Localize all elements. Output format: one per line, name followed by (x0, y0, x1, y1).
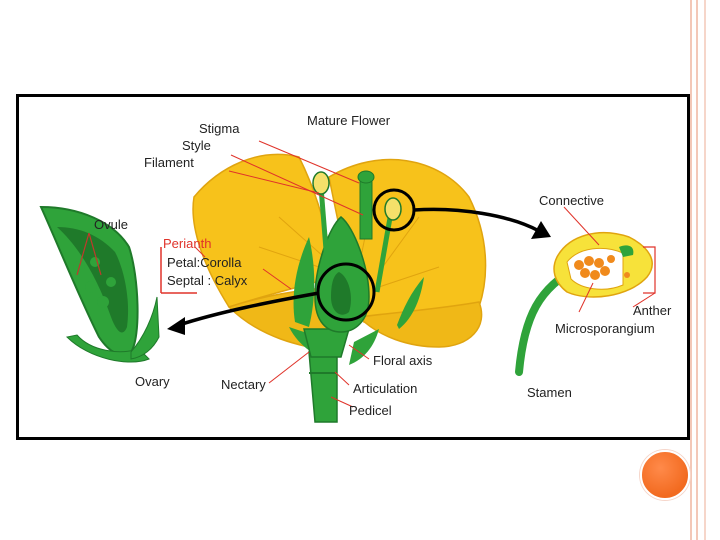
label-ovary: Ovary (135, 374, 170, 389)
label-perianth: Perianth (163, 236, 211, 251)
flower-diagram-frame: Mature Flower Stigma Style Filament Ovul… (16, 94, 690, 440)
flower-diagram: Mature Flower Stigma Style Filament Ovul… (39, 113, 672, 423)
label-floral-axis: Floral axis (373, 353, 433, 368)
label-ovule: Ovule (94, 217, 128, 232)
ovary-drawing (39, 205, 160, 363)
slide-border-outer (704, 0, 706, 540)
label-septal-calyx: Septal : Calyx (167, 273, 248, 288)
label-articulation: Articulation (353, 381, 417, 396)
label-filament: Filament (144, 155, 194, 170)
label-mature-flower: Mature Flower (307, 113, 391, 128)
label-stamen: Stamen (527, 385, 572, 400)
flower-drawing (192, 153, 487, 423)
label-style: Style (182, 138, 211, 153)
label-nectary: Nectary (221, 377, 266, 392)
slide-border (690, 0, 698, 540)
label-stigma: Stigma (199, 121, 240, 136)
label-petal-corolla: Petal:Corolla (167, 255, 242, 270)
label-pedicel: Pedicel (349, 403, 392, 418)
slide-decoration-dot (640, 450, 690, 500)
label-connective: Connective (539, 193, 604, 208)
label-anther: Anther (633, 303, 672, 318)
label-microsporangium: Microsporangium (555, 321, 655, 336)
stamen-drawing (515, 232, 653, 376)
